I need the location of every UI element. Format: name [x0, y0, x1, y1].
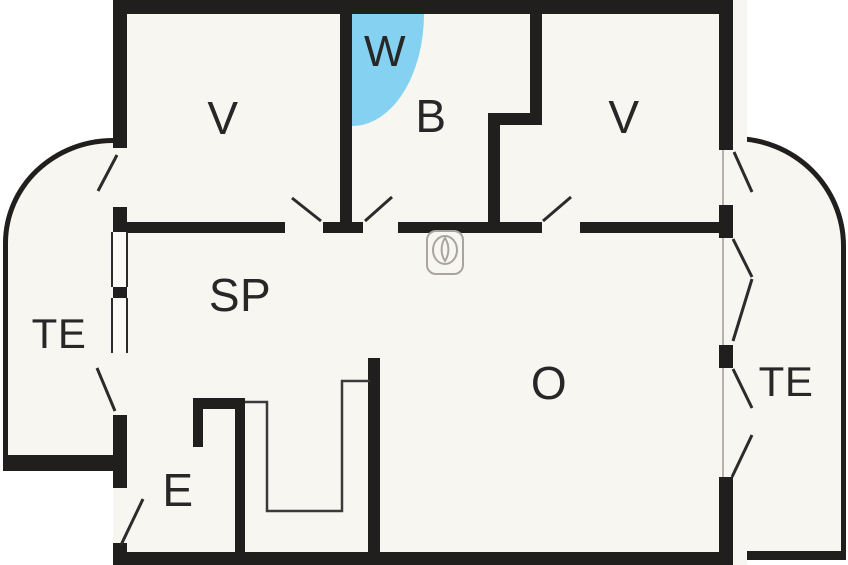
- room-label-te-left: TE: [31, 310, 87, 357]
- stair-outline: [245, 379, 370, 513]
- door-leaf-entrance: [119, 498, 145, 546]
- wall-mid-c: [398, 222, 542, 233]
- wall-b-divider-top: [530, 13, 542, 125]
- wall-mid-d: [580, 222, 733, 233]
- house-interior-floor: [113, 0, 747, 565]
- room-label-w: W: [363, 27, 407, 76]
- room-label-e: E: [162, 464, 194, 516]
- wall-right-pier: [719, 345, 733, 368]
- door-leaf-terrace-right-b2: [730, 434, 754, 478]
- wall-entry-hook-vertical: [193, 398, 203, 447]
- terrace-right-edge-wall: [733, 551, 846, 560]
- toilet-icon: [426, 230, 464, 275]
- wall-left-bottom-corner: [113, 543, 127, 565]
- terrace-left-edge-wall: [3, 455, 118, 471]
- wall-entry-stair-divider: [235, 398, 245, 552]
- wall-right-upper: [719, 0, 733, 150]
- wall-left-pier: [113, 287, 127, 298]
- door-leaf-terrace-right-b1: [731, 368, 754, 409]
- wall-left-upper: [113, 0, 127, 148]
- door-opening-face-line: [722, 238, 724, 345]
- room-label-v-left: V: [207, 92, 239, 144]
- wall-top: [113, 0, 733, 14]
- door-leaf-terrace-left-top: [96, 154, 119, 192]
- wall-mid-a: [113, 222, 285, 233]
- wall-entry-hook-horizontal: [193, 398, 245, 409]
- wall-left-lower: [113, 415, 127, 488]
- door-leaf-bathroom: [364, 195, 393, 223]
- room-label-te-right: TE: [758, 358, 814, 405]
- door-leaf-terrace-right-a1: [731, 238, 754, 278]
- wall-b-divider-jog: [488, 113, 542, 125]
- door-leaf-terrace-right-top: [732, 151, 754, 193]
- wall-right-lower: [719, 477, 733, 565]
- door-leaf-terrace-left-bottom: [95, 367, 117, 412]
- room-label-sp: SP: [208, 269, 272, 321]
- room-label-b: B: [415, 90, 447, 142]
- wall-stair-right: [368, 358, 380, 552]
- room-label-o: O: [530, 357, 568, 409]
- wall-bottom: [113, 552, 733, 565]
- door-leaf-terrace-right-a2: [731, 278, 754, 342]
- door-opening-face-line: [722, 368, 724, 477]
- room-label-v-right: V: [608, 91, 640, 143]
- wall-mid-b: [323, 222, 363, 233]
- window-left-lower: [111, 298, 128, 353]
- window-left-upper: [111, 232, 128, 287]
- door-leaf-v-left: [291, 196, 322, 223]
- door-leaf-v-right: [542, 195, 572, 223]
- terrace-right-area: [733, 136, 846, 556]
- wall-b-divider-side: [488, 113, 500, 222]
- door-opening-face-line: [722, 150, 724, 205]
- wall-v-w-divider: [340, 13, 352, 222]
